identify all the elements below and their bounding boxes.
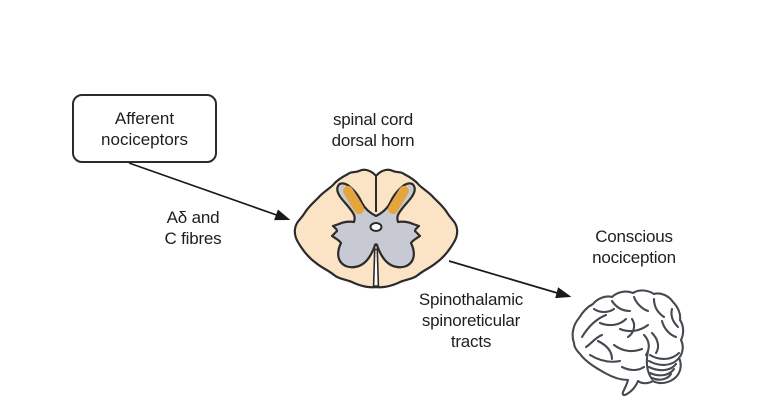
a-delta-c-fibres-label: Aδ and C fibres — [164, 208, 222, 248]
spinal-cord-dorsal-horn-label: spinal cord dorsal horn — [331, 110, 415, 150]
dorsal-horn-highlight — [343, 186, 409, 214]
spinal-cord-icon — [293, 168, 459, 289]
afferent-nociceptors-box: Afferent nociceptors — [72, 94, 217, 163]
brain-icon — [571, 289, 685, 397]
spinothalamic-tracts-label: Spinothalamic spinoreticular tracts — [418, 290, 524, 351]
conscious-nociception-label: Conscious nociception — [592, 227, 676, 267]
